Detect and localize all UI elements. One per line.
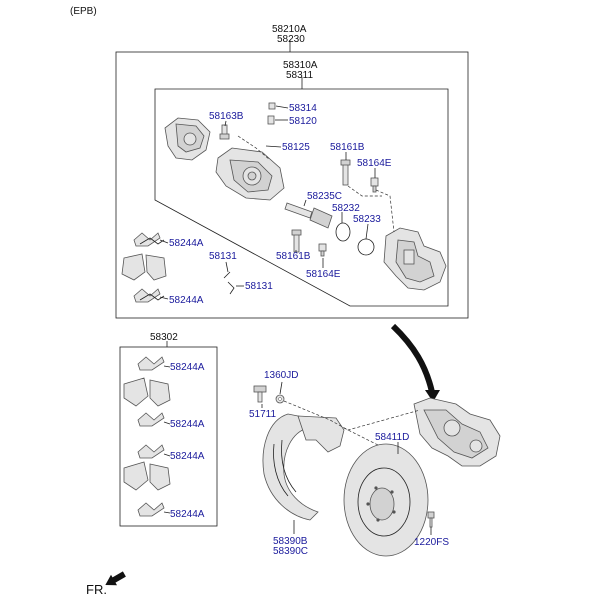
leader-58244A-2 (159, 296, 169, 300)
pad-spring (223, 271, 235, 295)
kit-label-1: 58244A (170, 362, 205, 373)
label-58235C: 58235C (307, 191, 342, 202)
boot-ring (357, 238, 375, 256)
zoom-arrow (390, 323, 435, 393)
bolt-top (370, 177, 379, 193)
bolt-bottom (318, 243, 327, 257)
washer (275, 394, 285, 404)
caliper-bracket (383, 227, 447, 291)
label-58125: 58125 (282, 142, 310, 153)
kit-label-3: 58244A (170, 451, 205, 462)
label-58390B: 58390B (273, 536, 308, 547)
zoom-arrow-head (425, 390, 440, 402)
label-58244A-2: 58244A (169, 295, 204, 306)
dust-cap (267, 102, 276, 125)
variant-label: (EPB) (70, 6, 97, 17)
caliper-body (215, 147, 285, 201)
assembly-code-b: 58230 (277, 34, 305, 45)
leader-kit-4 (163, 511, 171, 514)
clip-set-top (133, 232, 165, 247)
dash-line-1 (237, 135, 271, 161)
caliper-subframe (154, 88, 449, 307)
label-58411D: 58411D (375, 432, 409, 443)
dust-shield (262, 413, 345, 521)
guide-pin-bottom (291, 229, 302, 253)
leader-58244A-1 (159, 239, 169, 244)
dash-line-3 (347, 185, 382, 197)
label-58131-b: 58131 (245, 281, 273, 292)
caliper-code-b: 58311 (286, 70, 314, 81)
label-1220FS: 1220FS (414, 537, 449, 548)
bleeder-screw (219, 124, 230, 140)
assembly-code-a: 58210A (272, 24, 307, 35)
leader-58163B (224, 120, 227, 127)
front-label: FR. (86, 582, 107, 597)
label-58164E-top: 58164E (357, 158, 392, 169)
label-58233: 58233 (353, 214, 381, 225)
leader-58233 (365, 223, 369, 240)
dash-line-5 (343, 427, 381, 447)
kit-label-4: 58244A (170, 509, 205, 520)
guide-pin-top (340, 159, 351, 186)
caliper-housing (164, 117, 211, 161)
brake-pads-top (121, 253, 167, 281)
guide-pin-diagonal (284, 202, 333, 229)
leader-1360JD (279, 381, 283, 395)
label-58164E-bottom: 58164E (306, 269, 341, 280)
kit-clips-2 (137, 412, 165, 427)
kit-label-2: 58244A (170, 419, 205, 430)
leader-58235C (303, 199, 307, 207)
caliper-assembled (413, 397, 501, 467)
front-arrow-icon (105, 571, 126, 586)
label-58163B: 58163B (209, 111, 244, 122)
leader-58125 (265, 145, 282, 148)
label-58161B-top: 58161B (330, 142, 365, 153)
kit-clips-3 (137, 444, 165, 459)
pad-kit-frame (119, 346, 218, 527)
kit-clips-1 (137, 356, 165, 371)
label-51711: 51711 (249, 409, 277, 420)
caliper-code-a: 58310A (283, 60, 318, 71)
label-58390C: 58390C (273, 546, 308, 557)
kit-pads-1 (123, 377, 171, 407)
kit-clips-4 (137, 502, 165, 517)
pad-kit-code: 58302 (150, 332, 178, 343)
label-1360JD: 1360JD (264, 370, 298, 381)
dash-line-2 (375, 189, 395, 233)
hub-bolt (253, 385, 267, 403)
brake-disc (343, 443, 429, 557)
label-58232: 58232 (332, 203, 360, 214)
leader-kit-1 (163, 365, 171, 368)
dash-line-4 (283, 400, 421, 431)
label-58131-a: 58131 (209, 251, 237, 262)
assembly-frame (115, 51, 469, 319)
disc-screw (427, 511, 435, 528)
label-58120: 58120 (289, 116, 317, 127)
clip-set-bottom (133, 288, 165, 303)
leader-kit-2 (163, 421, 171, 425)
kit-pads-2 (123, 461, 171, 491)
label-58161B-bottom: 58161B (276, 251, 311, 262)
leader-58314 (275, 105, 289, 109)
leader-58131-a (225, 261, 229, 273)
leader-kit-3 (163, 453, 171, 457)
label-58244A-1: 58244A (169, 238, 204, 249)
label-58314: 58314 (289, 103, 317, 114)
seal-ring (335, 222, 351, 242)
